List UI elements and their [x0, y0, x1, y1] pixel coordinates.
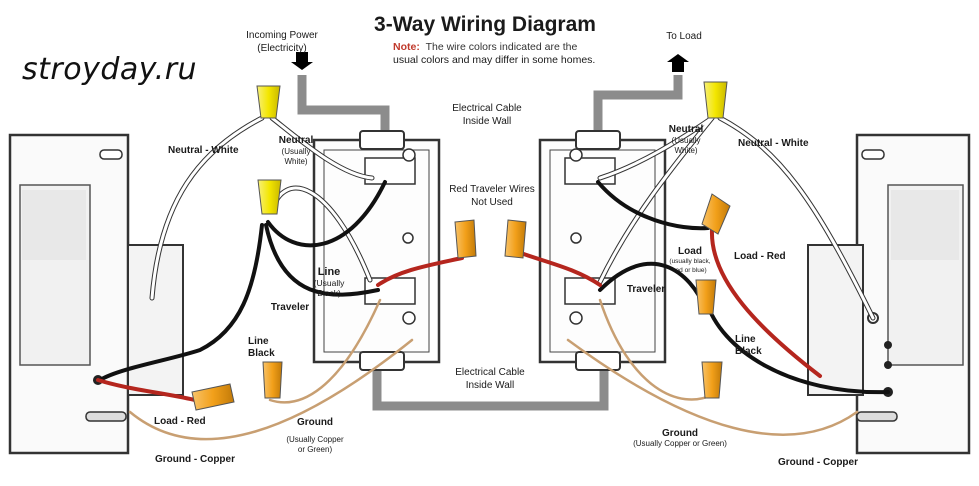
left-junction-box [312, 130, 441, 371]
right-junction-box [538, 130, 667, 371]
svg-text:Note: The wire colors indi: Note: The wire colors indicated are the [393, 41, 577, 53]
right-neutral-sub2: White) [674, 146, 697, 155]
right-ground-sub1: (Usually Copper or Green) [633, 439, 727, 448]
wire-nut-orange-right-line [695, 279, 717, 315]
wire-nut-orange-left-load [191, 383, 235, 411]
right-neutral-white-label: Neutral - White [738, 138, 809, 149]
left-ground-sub1: (Usually Copper [286, 435, 344, 444]
right-load-sub2: red or blue) [673, 267, 706, 274]
left-load-red-label: Load - Red [154, 416, 206, 427]
left-line-black-label: Line [248, 336, 269, 347]
incoming-power-label: Incoming Power [246, 30, 318, 41]
incoming-power-sublabel: (Electricity) [257, 43, 306, 54]
right-ground-label: Ground [662, 428, 698, 439]
right-load-sub1: (usually black, [669, 258, 710, 265]
right-traveler-label: Traveler [627, 284, 665, 295]
left-line-sub1: (Usually [314, 278, 345, 288]
red-traveler-sublabel: Not Used [471, 197, 513, 208]
wire-nut-orange-left-ground [262, 361, 283, 399]
left-wires [96, 115, 464, 441]
left-neutral-white-label: Neutral - White [168, 145, 239, 156]
left-traveler-label: Traveler [271, 302, 309, 313]
cable-bottom-sublabel: Inside Wall [466, 380, 515, 391]
watermark-text: stroyday.ru [22, 52, 198, 87]
left-line-black-sublabel: Black [248, 348, 275, 359]
red-traveler-label: Red Traveler Wires [449, 184, 535, 195]
right-line-black-sublabel: Black [735, 346, 762, 357]
right-wires [516, 115, 890, 436]
diagram-title: 3-Way Wiring Diagram [374, 13, 596, 36]
left-ground-sub2: or Green) [298, 445, 333, 454]
right-neutral-label: Neutral [669, 124, 704, 135]
cable-to-load [593, 75, 683, 140]
right-load-label: Load [678, 246, 702, 257]
cable-between-boxes [372, 368, 609, 411]
wire-nut-orange-right-traveler [504, 219, 527, 259]
left-line-sub2: Black) [317, 288, 341, 298]
cable-incoming [297, 75, 390, 140]
to-load-label: To Load [666, 31, 702, 42]
left-ground-copper-label: Ground - Copper [155, 454, 235, 465]
left-neutral-sub1: (Usually [282, 147, 311, 156]
note-line-1: The wire colors indicated are the [426, 41, 578, 53]
left-ground-label: Ground [297, 417, 333, 428]
wire-nut-orange-right-ground [701, 361, 723, 399]
wire-nut-orange-left-traveler [454, 219, 477, 259]
arrow-up-icon [667, 54, 689, 72]
right-switch [807, 133, 971, 455]
note-line-2: usual colors and may differ in some home… [393, 54, 595, 66]
wire-nut-yellow-left-mid [257, 179, 282, 215]
right-line-black-label: Line [735, 334, 756, 345]
wire-nut-yellow-left-top [256, 85, 281, 119]
left-neutral-label: Neutral [279, 135, 314, 146]
cable-top-sublabel: Inside Wall [463, 116, 512, 127]
cable-bottom-label: Electrical Cable [455, 367, 525, 378]
cable-top-label: Electrical Cable [452, 103, 522, 114]
left-line-label: Line [318, 266, 341, 278]
arrow-down-icon [291, 52, 313, 70]
left-neutral-sub2: White) [284, 157, 307, 166]
wire-nut-yellow-right-top [703, 81, 728, 119]
right-ground-copper-label: Ground - Copper [778, 457, 858, 468]
left-switch [8, 133, 184, 455]
right-neutral-sub1: (Usually [672, 136, 701, 145]
wire-nut-orange-right-load [701, 193, 731, 235]
note-label: Note: [393, 41, 420, 53]
right-load-red-label: Load - Red [734, 251, 786, 262]
